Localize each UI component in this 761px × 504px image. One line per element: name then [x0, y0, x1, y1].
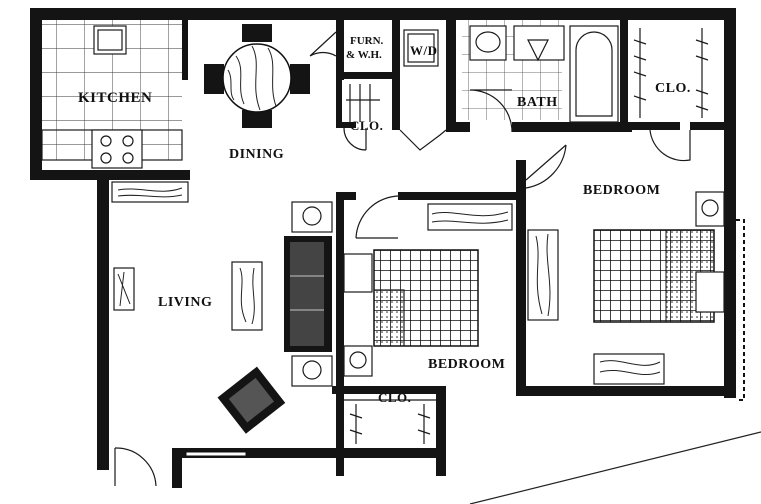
second-closet-shelf	[349, 404, 431, 444]
bottom-window	[185, 451, 247, 457]
label-closet-second: CLO.	[378, 390, 411, 405]
label-dining: DINING	[229, 147, 284, 162]
label-kitchen: KITCHEN	[78, 90, 152, 106]
label-furnace-2: & W.H.	[346, 49, 382, 61]
label-furnace-1: FURN.	[350, 35, 384, 47]
label-closet-hall: CLO.	[350, 118, 383, 133]
second-bedroom-furniture	[343, 203, 513, 377]
page-edge-line	[469, 431, 761, 504]
master-closet-shelf	[633, 28, 709, 118]
label-washer-dryer: W/D	[410, 43, 438, 58]
label-bedroom-second: BEDROOM	[428, 357, 505, 372]
dining-table	[204, 24, 310, 128]
label-living: LIVING	[158, 295, 212, 310]
living-furniture	[113, 201, 333, 434]
exterior-walls	[30, 8, 736, 488]
label-bath: BATH	[517, 95, 558, 110]
furnace-wd-fixtures	[346, 29, 439, 122]
kitchen-fixtures	[41, 25, 189, 203]
interior-walls	[182, 20, 736, 476]
master-bedroom-furniture	[527, 191, 745, 401]
label-closet-master: CLO.	[655, 81, 691, 96]
label-bedroom-master: BEDROOM	[583, 183, 660, 198]
bath-fixtures	[469, 25, 619, 123]
doors	[114, 31, 691, 487]
